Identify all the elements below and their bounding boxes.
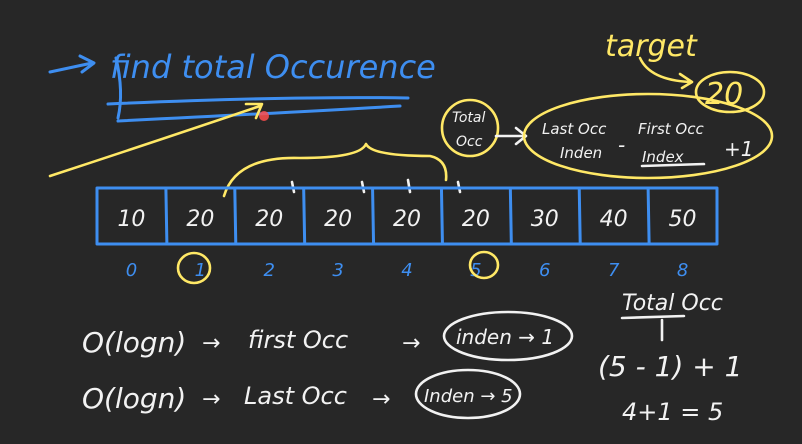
first-occ-label: First Occ <box>638 120 704 138</box>
array-divider <box>439 186 444 246</box>
calc-title: Total Occ <box>622 291 723 316</box>
total-occ-label-2: Occ <box>456 134 483 150</box>
heading-text: find total Occurence <box>110 48 436 86</box>
array-cell-value: 10 <box>117 207 145 232</box>
array-cell-value: 40 <box>600 207 628 232</box>
array-divider <box>508 186 513 246</box>
array-index-label: 6 <box>539 260 550 281</box>
array-divider <box>577 186 582 246</box>
line2-arrow-2: → <box>372 387 390 412</box>
formula-minus: - <box>618 133 625 157</box>
target-arrow <box>638 56 694 90</box>
line2-arrow: → <box>202 387 220 412</box>
heading-f-stroke <box>114 56 123 120</box>
heading-underline-1 <box>106 96 410 106</box>
first-index-underline <box>640 162 706 168</box>
array-divider <box>371 186 376 246</box>
array-index-label: 5 <box>470 260 481 281</box>
array-divider <box>164 186 169 246</box>
range-brace <box>222 142 448 198</box>
array-index-label: 0 <box>126 260 137 281</box>
heading-underline-2 <box>116 104 402 123</box>
array-cell-value: 20 <box>393 207 421 232</box>
array-divider <box>646 186 651 246</box>
heading-arrow <box>48 54 96 74</box>
line1-complexity: O(logn) <box>82 326 186 359</box>
last-occ-label: Last Occ <box>542 120 607 138</box>
target-circle <box>694 70 766 114</box>
array-cell-value: 30 <box>531 207 559 232</box>
formula-plus-one: +1 <box>724 137 753 161</box>
line1-text: first Occ <box>248 326 348 354</box>
line1-result-oval <box>442 310 574 362</box>
array-index-label: 3 <box>332 260 343 281</box>
array-index-label: 7 <box>608 260 620 281</box>
array-cell-value: 50 <box>669 207 697 232</box>
calc-expr: (5 - 1) + 1 <box>598 350 742 383</box>
array-indices: 0 1 2 3 4 5 6 7 8 <box>126 260 689 281</box>
line2-text: Last Occ <box>244 382 347 410</box>
total-occ-circle <box>440 98 500 158</box>
calc-title-underline <box>620 314 686 342</box>
target-label: target <box>605 29 698 64</box>
line2-complexity: O(logn) <box>82 382 186 415</box>
array-cell-value: 20 <box>462 207 490 232</box>
array-divider <box>233 186 238 246</box>
array-cells: 10 20 20 20 20 20 30 40 50 <box>117 186 697 246</box>
formula-ellipse <box>522 92 774 180</box>
first-index-label: Index <box>642 148 684 166</box>
line1-arrow: → <box>202 331 220 356</box>
line1-result: inden → 1 <box>456 325 554 349</box>
array-cell-value: 20 <box>324 207 352 232</box>
cursor-dot <box>259 111 269 121</box>
array-index-label: 8 <box>677 260 688 281</box>
array-index-label: 1 <box>195 260 206 281</box>
line2-result: Inden → 5 <box>424 386 513 407</box>
array-cell-value: 20 <box>255 207 283 232</box>
last-index-label: Inden <box>560 144 602 162</box>
total-occ-label-1: Total <box>452 110 485 126</box>
array-index-label: 2 <box>263 260 274 281</box>
array-cell-value: 20 <box>186 207 214 232</box>
array-index-label: 4 <box>401 260 412 281</box>
last-index-circle <box>468 250 500 280</box>
calc-result: 4+1 = 5 <box>622 398 723 426</box>
array-divider <box>302 186 307 246</box>
pointer-arrow <box>48 102 264 178</box>
array-box <box>95 186 719 246</box>
line1-arrow-2: → <box>402 331 420 356</box>
tick-marks <box>290 178 462 194</box>
line2-result-oval <box>414 368 522 420</box>
first-index-circle <box>176 251 212 285</box>
formula-arrow <box>494 126 528 146</box>
